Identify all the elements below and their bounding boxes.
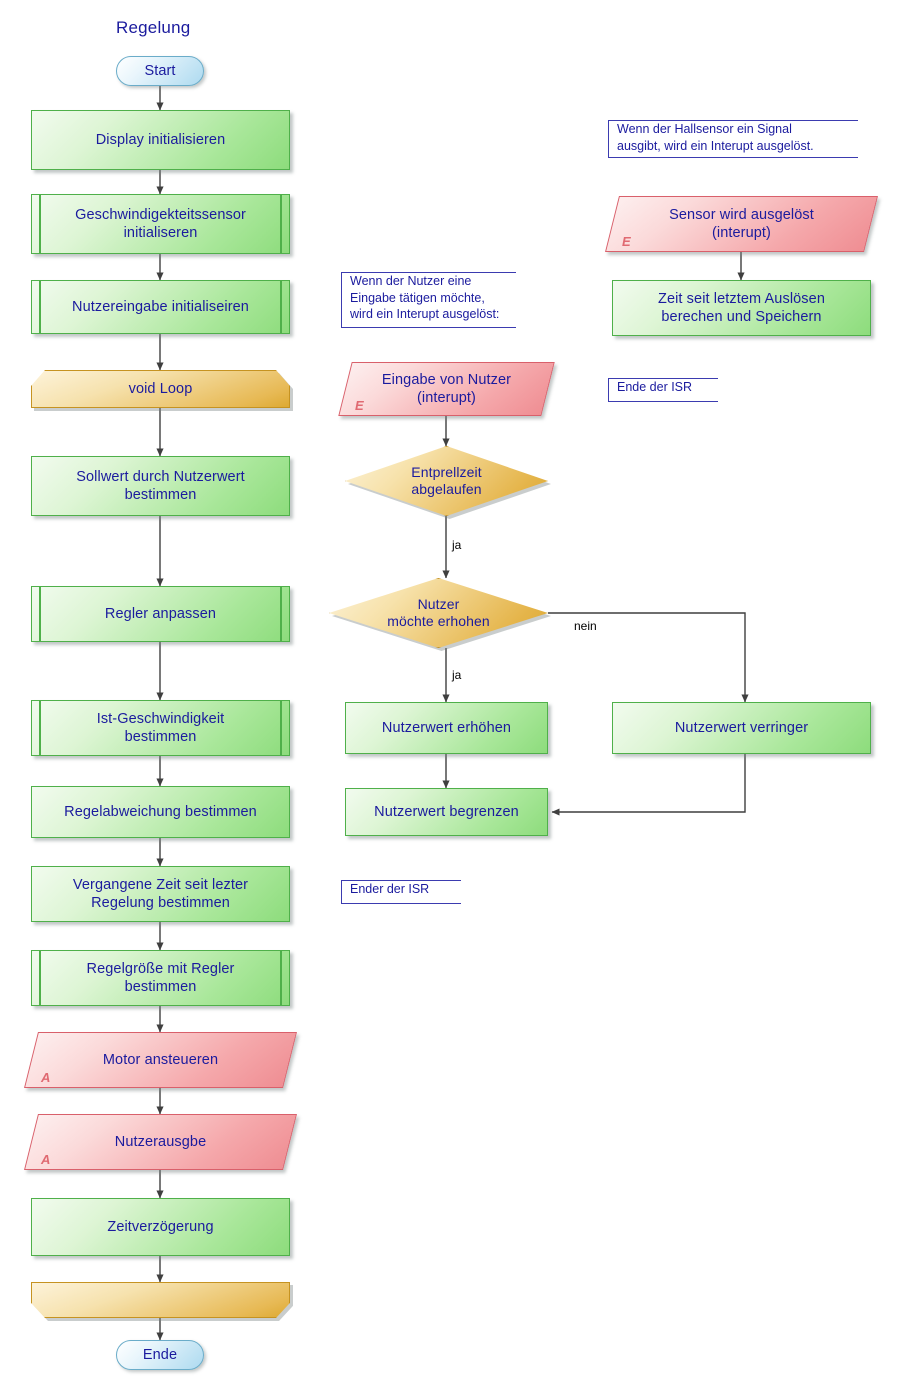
node-setpoint-label: Sollwert durch Nutzerwert bestimmen bbox=[76, 468, 245, 503]
node-user-input-init[interactable]: Nutzereingabe initialiseiren bbox=[31, 280, 290, 334]
node-control-variable-label: Regelgröße mit Regler bestimmen bbox=[86, 960, 235, 995]
loop-end-shape bbox=[31, 1282, 290, 1318]
node-control-deviation[interactable]: Regelabweichung bestimmen bbox=[31, 786, 290, 838]
node-controller-adjust[interactable]: Regler anpassen bbox=[31, 586, 290, 642]
node-actual-speed[interactable]: Ist-Geschwindigkeit bestimmen bbox=[31, 700, 290, 756]
edge-label-increase-no: nein bbox=[574, 619, 597, 633]
decision-increase[interactable]: Nutzer möchte erhohen bbox=[329, 578, 551, 651]
annotation-input-isr-bottom: Ender der ISR bbox=[341, 880, 461, 904]
node-input-trigger[interactable]: Eingabe von Nutzer (interupt) E bbox=[338, 362, 555, 416]
decision-increase-label: Nutzer möchte erhohen bbox=[387, 595, 490, 630]
node-setpoint[interactable]: Sollwert durch Nutzerwert bestimmen bbox=[31, 456, 290, 516]
node-motor-drive[interactable]: Motor ansteueren A bbox=[24, 1032, 297, 1088]
node-void-loop-label: void Loop bbox=[128, 380, 193, 397]
node-limit-value-label: Nutzerwert begrenzen bbox=[374, 803, 519, 820]
node-increase-value[interactable]: Nutzerwert erhöhen bbox=[345, 702, 548, 754]
node-user-output-label: Nutzerausgbe bbox=[114, 1133, 207, 1150]
node-sensor-trigger-label: Sensor wird ausgelöst (interupt) bbox=[669, 206, 814, 241]
sensor-trigger-marker: E bbox=[622, 233, 631, 249]
annotation-sensor-isr-top: Wenn der Hallsensor ein Signal ausgibt, … bbox=[608, 120, 858, 158]
node-actual-speed-label: Ist-Geschwindigkeit bestimmen bbox=[96, 710, 225, 745]
node-limit-value[interactable]: Nutzerwert begrenzen bbox=[345, 788, 548, 836]
node-increase-value-label: Nutzerwert erhöhen bbox=[381, 719, 512, 736]
node-display-init-label: Display initialisieren bbox=[95, 131, 226, 148]
node-void-loop[interactable]: void Loop bbox=[31, 370, 290, 408]
node-sensor-calc[interactable]: Zeit seit letztem Auslösen berechen und … bbox=[612, 280, 871, 336]
decision-debounce[interactable]: Entprellzeit abgelaufen bbox=[345, 446, 551, 519]
node-user-output[interactable]: Nutzerausgbe A bbox=[24, 1114, 297, 1170]
page-title: Regelung bbox=[116, 18, 191, 37]
edge-label-debounce-yes: ja bbox=[452, 538, 462, 552]
node-sensor-calc-label: Zeit seit letztem Auslösen berechen und … bbox=[657, 290, 825, 325]
input-trigger-marker: E bbox=[355, 397, 364, 413]
terminator-end-label: Ende bbox=[142, 1346, 178, 1363]
node-delay[interactable]: Zeitverzögerung bbox=[31, 1198, 290, 1256]
annotation-sensor-isr-bottom: Ende der ISR bbox=[608, 378, 718, 402]
node-display-init[interactable]: Display initialisieren bbox=[31, 110, 290, 170]
terminator-end[interactable]: Ende bbox=[116, 1340, 204, 1370]
node-controller-adjust-label: Regler anpassen bbox=[104, 605, 217, 622]
node-elapsed-time[interactable]: Vergangene Zeit seit lezter Regelung bes… bbox=[31, 866, 290, 922]
motor-drive-marker: A bbox=[41, 1069, 51, 1085]
annotation-input-isr-top: Wenn der Nutzer eine Eingabe tätigen möc… bbox=[341, 272, 516, 328]
node-speed-sensor-init-label: Geschwindigekteitssensor initialiseren bbox=[75, 206, 246, 241]
node-speed-sensor-init[interactable]: Geschwindigekteitssensor initialiseren bbox=[31, 194, 290, 254]
node-user-input-init-label: Nutzereingabe initialiseiren bbox=[72, 298, 249, 315]
node-elapsed-time-label: Vergangene Zeit seit lezter Regelung bes… bbox=[72, 876, 249, 911]
decision-debounce-label: Entprellzeit abgelaufen bbox=[411, 463, 482, 498]
node-loop-end[interactable] bbox=[31, 1282, 290, 1318]
node-control-variable[interactable]: Regelgröße mit Regler bestimmen bbox=[31, 950, 290, 1006]
node-sensor-trigger[interactable]: Sensor wird ausgelöst (interupt) E bbox=[605, 196, 878, 252]
node-control-deviation-label: Regelabweichung bestimmen bbox=[64, 803, 257, 820]
terminator-start[interactable]: Start bbox=[116, 56, 204, 86]
node-decrease-value[interactable]: Nutzerwert verringer bbox=[612, 702, 871, 754]
void-loop-shape bbox=[31, 370, 290, 408]
node-input-trigger-label: Eingabe von Nutzer (interupt) bbox=[381, 371, 512, 406]
user-output-marker: A bbox=[41, 1151, 51, 1167]
terminator-start-label: Start bbox=[144, 62, 176, 79]
edge-label-increase-yes: ja bbox=[452, 668, 462, 682]
node-delay-label: Zeitverzögerung bbox=[107, 1218, 214, 1235]
node-motor-drive-label: Motor ansteueren bbox=[102, 1051, 219, 1068]
node-decrease-value-label: Nutzerwert verringer bbox=[674, 719, 809, 736]
